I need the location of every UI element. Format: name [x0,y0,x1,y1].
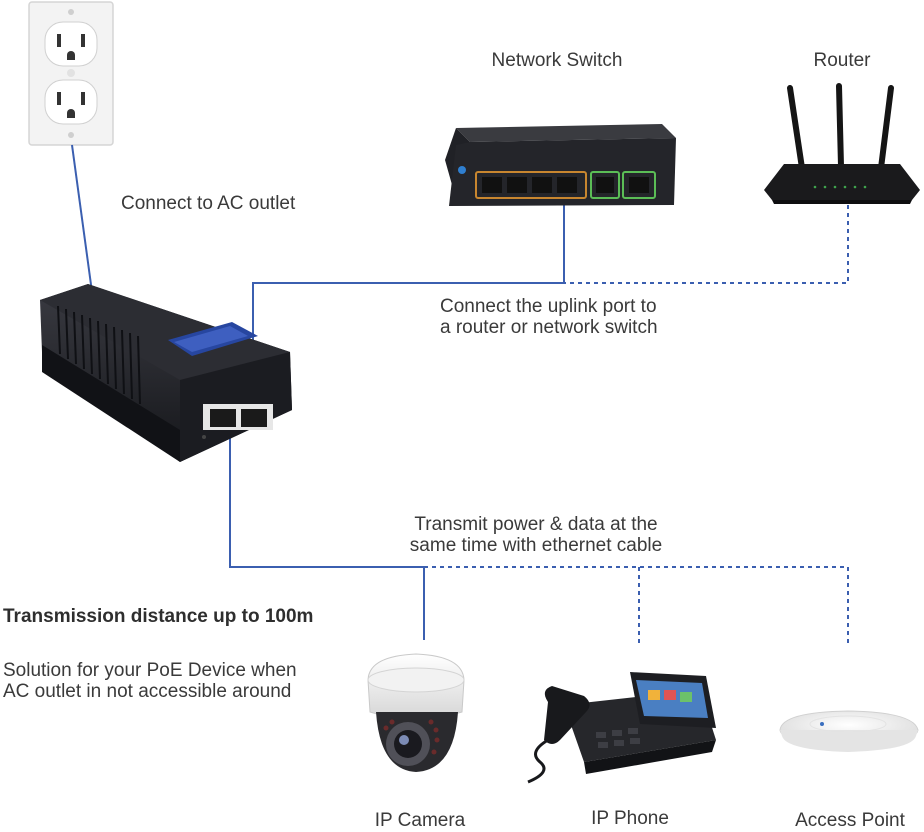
ip-camera-icon [367,653,465,772]
label-distance: Transmission distance up to 100m [3,606,314,627]
wall-outlet-icon [28,1,114,146]
label-uplink-line2: a router or network switch [440,317,658,338]
label-solution-line1: Solution for your PoE Device when [3,660,297,681]
label-network-switch: Network Switch [491,50,623,71]
dashed-cables [424,205,849,645]
label-transmit-line1: Transmit power & data at the [414,514,658,535]
label-router: Router [813,50,871,71]
label-ip-phone: IP Phone [591,808,669,829]
label-transmit-line2: same time with ethernet cable [409,535,663,556]
poe-injector-icon [40,284,292,462]
ip-phone-icon [527,672,716,784]
router-link [564,205,849,284]
label-access-point: Access Point [795,810,905,831]
label-ac-outlet: Connect to AC outlet [121,193,296,214]
poe-cable-camera [229,425,425,640]
access-point-icon [779,710,919,752]
poe-cable-ap [424,566,849,645]
label-solution-line2: AC outlet in not accessible around [3,681,292,702]
power-cable [71,144,93,293]
router-icon [764,83,920,204]
label-ip-camera: IP Camera [374,810,466,831]
label-uplink-line1: Connect the uplink port to [440,296,657,317]
network-switch-icon [445,124,676,206]
